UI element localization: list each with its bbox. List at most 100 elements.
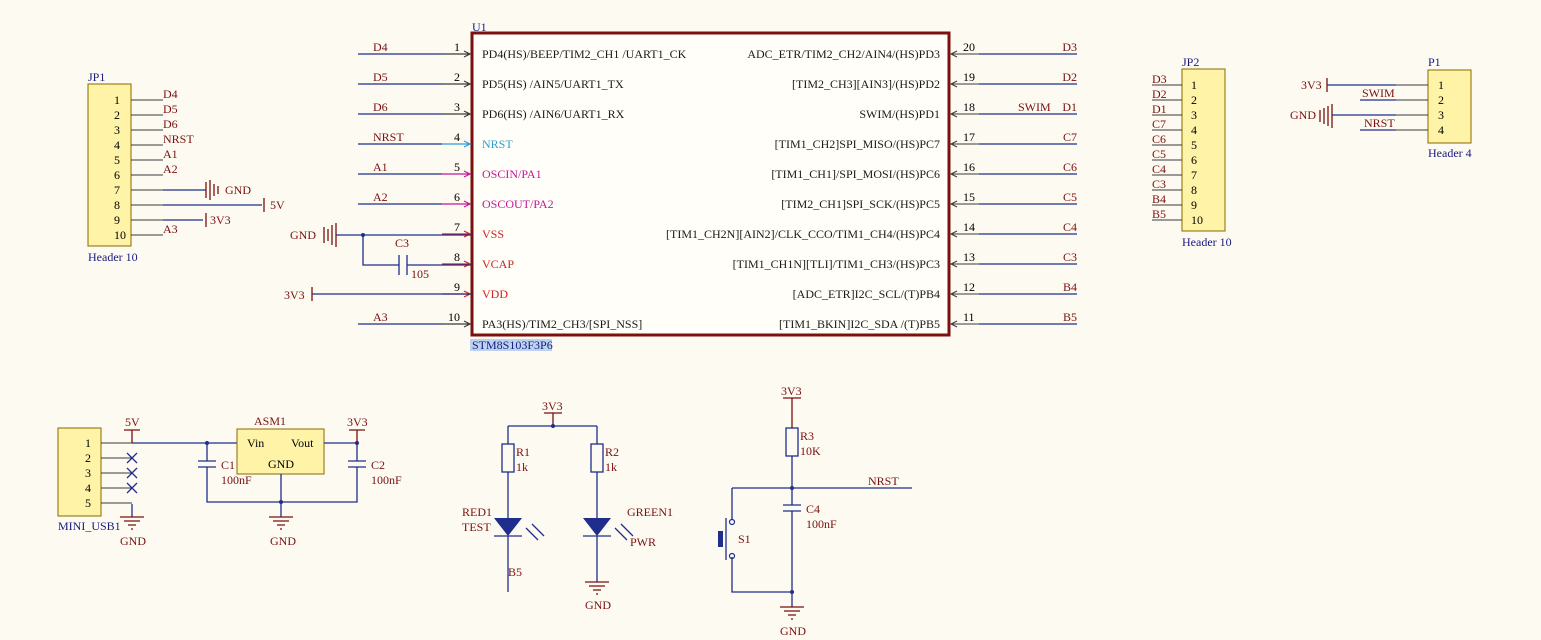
u1-body [470,31,951,337]
u1-pin-12-lead [949,290,979,298]
jp2-header[interactable]: JP2 Header 10 [1181,55,1232,249]
jp1-header[interactable]: JP1 Header 10 [87,70,138,264]
s1-button-icon[interactable] [718,531,723,547]
u1-pin-6-name: OSCOUT/PA2 [482,197,554,211]
jp1-pin-8-number: 8 [114,198,120,212]
jp1-caption: Header 10 [88,250,138,264]
p1-pin-2-number: 2 [1438,93,1444,107]
reg-junction-gnd [279,500,283,504]
jp2-net-label: B5 [1152,207,1166,221]
u1-pin-14-name: [TIM1_CH2N][AIN2]/CLK_CCO/TIM1_CH4/(HS)P… [666,227,940,241]
jp2-pin-9-number: 9 [1191,198,1197,212]
jp2-pin-3-number: 3 [1191,108,1197,122]
u1-net-A1-label: A1 [373,160,388,174]
u1-pin-6-lead [442,200,472,208]
jp1-net-label: D5 [163,102,178,116]
leds-3v3-symbol [544,412,562,426]
u1-pin-12-name: [ADC_ETR]I2C_SCL/(T)PB4 [793,287,940,301]
u1-net-C5-label: C5 [1063,190,1077,204]
s1-contact-top [728,518,736,526]
jp1-net-label: D6 [163,117,178,131]
c3-value: 105 [411,267,429,281]
c4-plates [783,504,801,512]
u1-pin-19-number: 19 [963,70,975,84]
led-circuit: 3V3 R1 1k R2 1k RED1 TEST B5 GREEN1 PWR … [462,399,673,612]
u1-net-C6-label: C6 [1063,160,1077,174]
p1-header[interactable]: P1 Header 4 [1427,55,1472,160]
green-led-icon[interactable] [583,518,611,536]
reg-junction-vin [205,441,209,445]
u1-pin-18-number: 18 [963,100,975,114]
u1-pin-17-name: [TIM1_CH2]SPI_MISO/(HS)PC7 [775,137,940,151]
u1-net-A2-label: A2 [373,190,388,204]
u1-chip[interactable]: U1 STM8S103F3P6 [470,20,951,352]
u1-pin-7-lead [442,230,472,238]
u1-net-D3-label: D3 [1062,40,1077,54]
asm1-vout: Vout [291,436,314,450]
r1-value: 1k [516,460,528,474]
usb-wires [131,442,237,517]
asm1-body [236,428,325,475]
jp2-pin-1-number: 1 [1191,78,1197,92]
u1-net-B4-label: B4 [1063,280,1077,294]
p1-gnd-symbol [1319,104,1333,128]
r3-body[interactable] [785,427,799,457]
u1-net-D6-label: D6 [373,100,388,114]
jp2-net-label: C7 [1152,117,1166,131]
u1-power-network: GND C3 105 3V3 [284,223,472,302]
jp1-net-label: A1 [163,147,178,161]
jp2-pin-7-number: 7 [1191,168,1197,182]
p1-gnd-label: GND [1290,108,1316,122]
red-led-comment: TEST [462,520,491,534]
p1-body [1427,69,1472,144]
u1-designator: U1 [472,20,487,34]
jp1-body [87,83,132,247]
u1-pin-3-name: PD6(HS) /AIN6/UART1_RX [482,107,625,121]
u1-pin-16-number: 16 [963,160,975,174]
u1-pin-13-name: [TIM1_CH1N][TLI]/TIM1_CH3/(HS)PC3 [733,257,940,271]
regulator-nets: C1 100nF C2 100nF 3V3 GND [198,415,402,548]
jp2-net-label: C6 [1152,132,1166,146]
u1-part-highlight [470,339,552,351]
usb-connector[interactable]: MINI_USB1 [57,427,121,533]
red-led-icon[interactable] [494,518,522,536]
u1-vcap-wire [362,235,472,266]
r2-designator: R2 [605,445,619,459]
asm1-gnd-pin: GND [268,457,294,471]
u1-pin-11-name: [TIM1_BKIN]I2C_SDA /(T)PB5 [779,317,940,331]
jp1-5v-label: 5V [270,198,285,212]
r2-value: 1k [605,460,617,474]
reset-nrst-label: NRST [868,474,899,488]
reg-cap-plates [198,460,366,468]
r2-body[interactable] [590,443,604,473]
reg-gnd-symbol [269,516,293,530]
u1-pin-15-name: [TIM2_CH1]SPI_SCK/(HS)PC5 [781,197,940,211]
jp2-body [1181,68,1226,232]
p1-3v3-label: 3V3 [1301,78,1322,92]
jp2-pin-4-number: 4 [1191,123,1197,137]
u1-pin-16-lead [949,170,979,178]
c2-value: 100nF [371,473,402,487]
u1-pin-20-lead [949,50,979,58]
c3-plates [398,255,408,275]
jp2-caption: Header 10 [1182,235,1232,249]
reset-3v3-label: 3V3 [781,384,802,398]
reset-gnd-label: GND [780,624,806,638]
jp1-gnd-symbol [205,180,219,200]
u1-pin-5-lead [442,170,472,178]
usb-nets: 5V GND [120,415,237,548]
u1-net-B5-label: B5 [1063,310,1077,324]
p1-pin-3-number: 3 [1438,108,1444,122]
jp2-net-label: D2 [1152,87,1167,101]
red-led-net: B5 [508,565,522,579]
r1-body[interactable] [501,443,515,473]
regulator[interactable]: ASM1 Vin Vout GND [236,414,325,475]
u1-pin-12-number: 12 [963,280,975,294]
u1-pin-13-lead [949,260,979,268]
usb-gnd-label: GND [120,534,146,548]
p1-swim-label: SWIM [1362,86,1395,100]
p1-caption: Header 4 [1428,146,1472,160]
r3-value: 10K [800,444,821,458]
usb-pin-5-number: 5 [85,496,91,510]
